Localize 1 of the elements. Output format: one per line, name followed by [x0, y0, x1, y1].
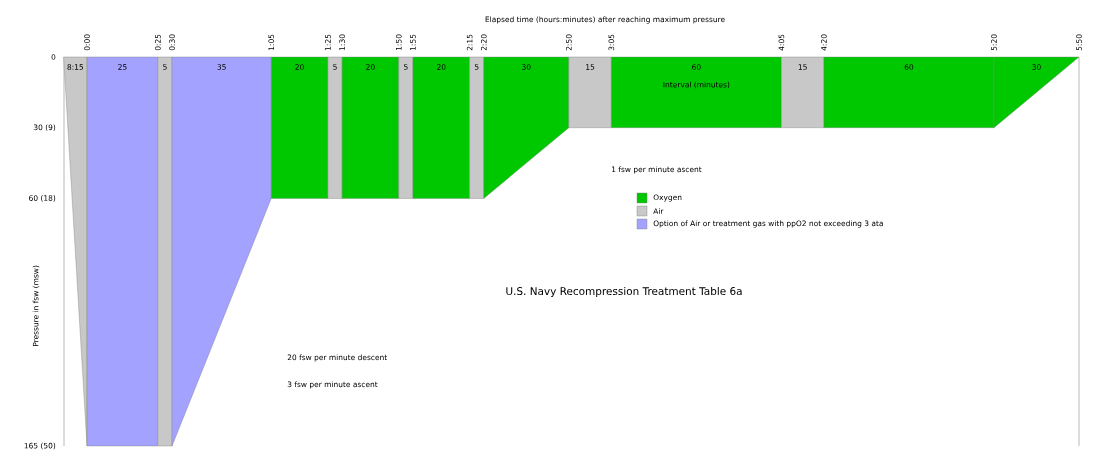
chart-title: U.S. Navy Recompression Treatment Table 6a [506, 286, 742, 298]
